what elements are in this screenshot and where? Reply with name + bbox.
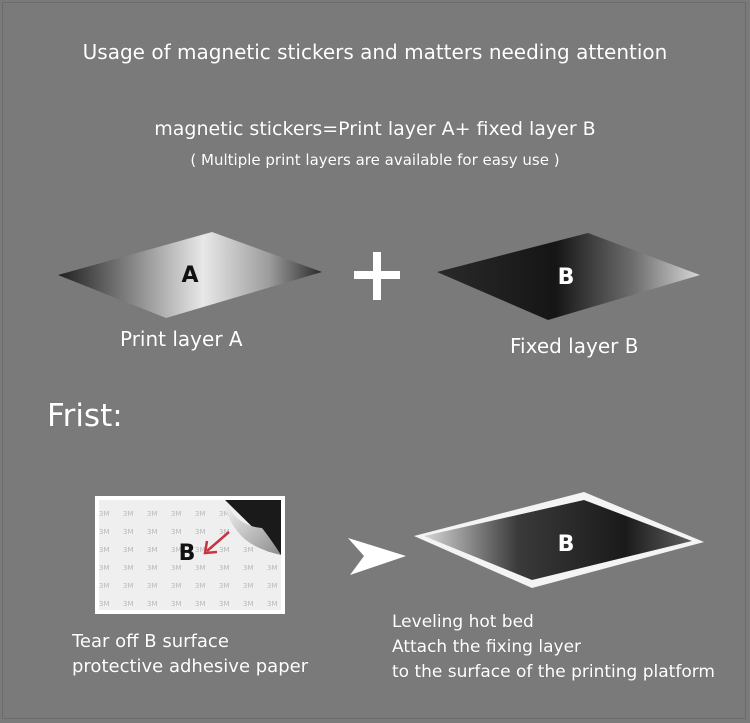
- leveling-caption-line-2: Attach the fixing layer: [392, 637, 582, 657]
- plus-icon: [354, 252, 400, 300]
- fixed-layer-b-letter: B: [558, 265, 575, 290]
- leveling-caption-line-1: Leveling hot bed: [392, 612, 534, 632]
- leveling-caption-line-3: to the surface of the printing platform: [392, 662, 715, 682]
- page-title: Usage of magnetic stickers and matters n…: [82, 40, 668, 64]
- right-arrow-icon: [348, 538, 406, 575]
- fixed-layer-b: [437, 233, 700, 320]
- protective-sheet: [95, 496, 285, 614]
- print-layer-a-label: Print layer A: [120, 327, 243, 351]
- note-text: ( Multiple print layers are available fo…: [190, 151, 560, 169]
- peeling-corner: [225, 500, 281, 555]
- formula-text: magnetic stickers=Print layer A+ fixed l…: [154, 118, 596, 140]
- print-layer-a-letter: A: [181, 263, 198, 288]
- step-heading: Frist:: [47, 398, 123, 434]
- hot-bed: [414, 492, 704, 588]
- tear-caption-line-2: protective adhesive paper: [72, 656, 309, 677]
- print-layer-a: [58, 232, 322, 318]
- fixed-layer-b-label: Fixed layer B: [510, 334, 639, 358]
- sheet-letter: B: [179, 541, 196, 566]
- hot-bed-letter: B: [558, 532, 575, 557]
- peel-arrow-icon: [206, 531, 230, 552]
- tear-caption-line-1: Tear off B surface: [72, 631, 229, 652]
